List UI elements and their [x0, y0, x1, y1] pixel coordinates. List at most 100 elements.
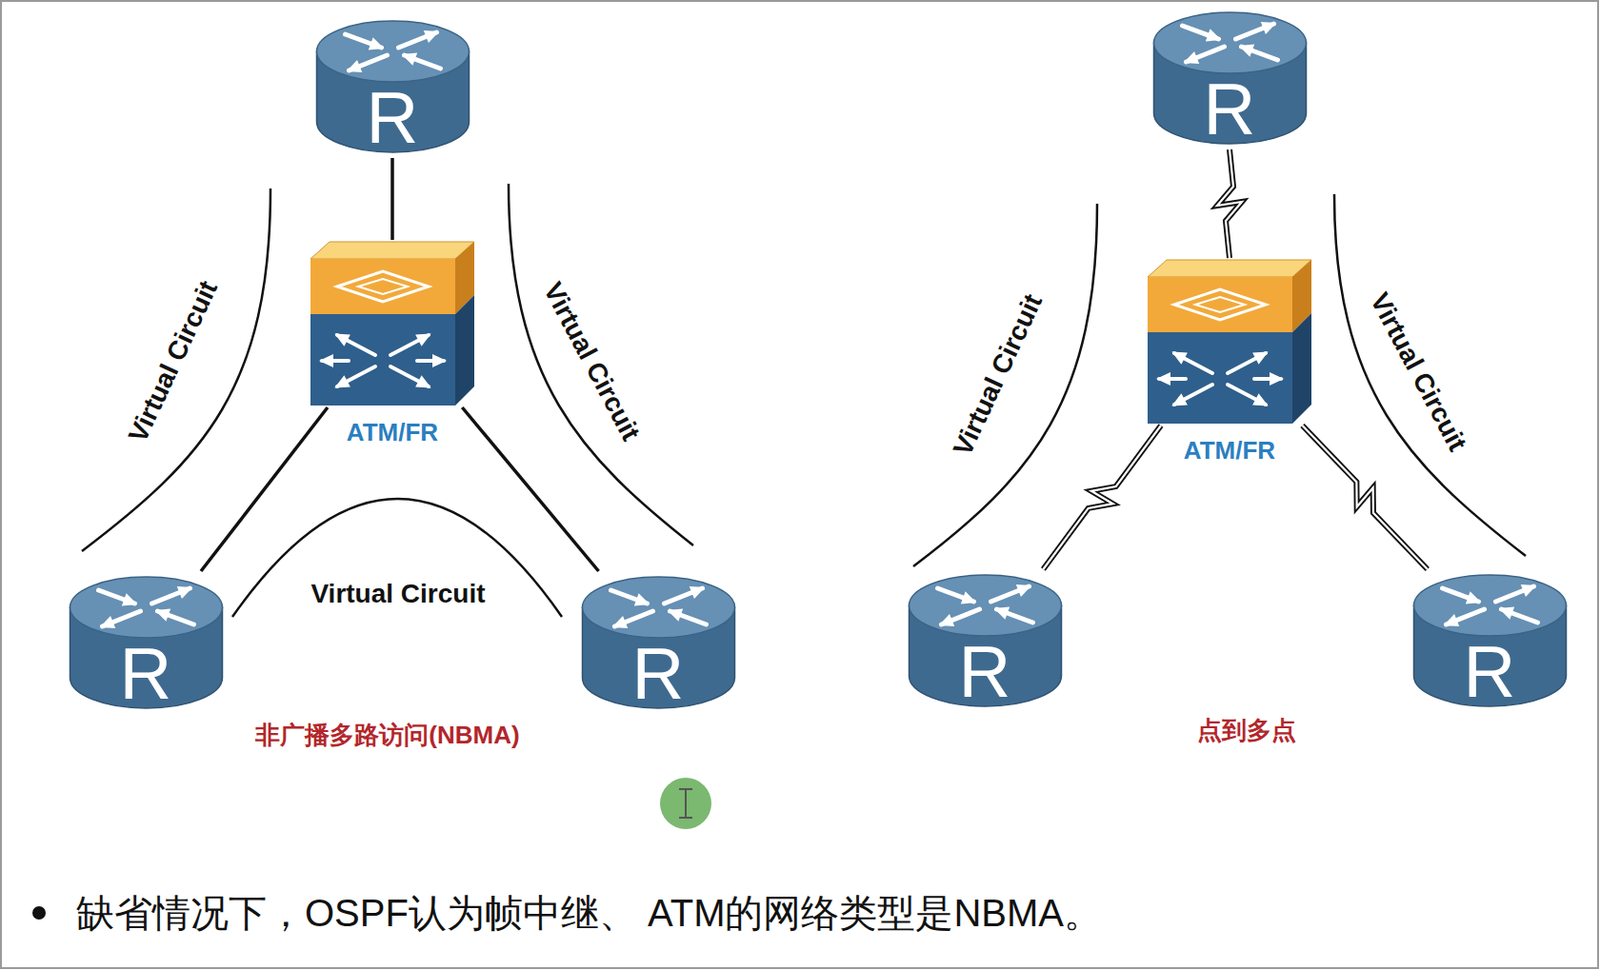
router-arrow-head	[154, 609, 170, 622]
router-label: R	[311, 15, 475, 155]
switch-orange-face	[310, 259, 456, 315]
cursor-marker	[660, 778, 712, 830]
bullet-note: 缺省情况下，OSPF认为帧中继、 ATM的网络类型是NBMA。	[76, 891, 1102, 936]
router-arrow-head	[1464, 591, 1480, 604]
switch-diamond	[337, 271, 429, 302]
serial-link	[1217, 149, 1242, 259]
device-label: ATM/FR	[1109, 437, 1351, 465]
router-arrow-head	[176, 586, 193, 600]
router-arrow-head	[633, 593, 649, 606]
switch-orange-face	[1147, 277, 1293, 333]
cursor-ibeam	[679, 789, 693, 819]
router-node: R	[1408, 569, 1572, 713]
circuit-label: Virtual Circuit	[947, 289, 1050, 461]
router-arrow-head	[1015, 584, 1032, 598]
router-top	[581, 577, 735, 639]
link-line	[392, 158, 394, 240]
router-arrows	[344, 30, 440, 73]
router-arrow-head	[1238, 44, 1254, 58]
router-arrows	[610, 586, 706, 629]
switch-node: ATM/FR	[1147, 258, 1313, 426]
bolt-highlight	[1217, 149, 1242, 259]
link-line	[461, 407, 599, 572]
router-label: R	[1408, 569, 1572, 709]
switch-arrow-head	[415, 375, 432, 388]
router-arrow-head	[120, 593, 137, 606]
serial-link	[1302, 425, 1428, 570]
switch-side-blue	[1292, 313, 1312, 424]
serial-link	[1042, 425, 1161, 570]
bolt-outline	[1042, 425, 1161, 570]
switch-arrow-head	[1156, 372, 1171, 386]
router-arrow-head	[1182, 51, 1200, 64]
router-arrow-head	[1520, 584, 1537, 598]
router-arrow-head	[611, 616, 628, 629]
device-label: ATM/FR	[272, 419, 514, 447]
router-top	[316, 20, 469, 82]
bolt-outline	[1217, 149, 1242, 259]
circuit-label: Virtual Circuit	[122, 276, 225, 448]
router-arrow-head	[1498, 607, 1514, 620]
router-node: R	[1148, 6, 1312, 150]
switch-arrow-head	[319, 354, 334, 368]
switch-arrow-head	[334, 375, 351, 388]
router-top	[1153, 12, 1306, 74]
circuit-label: Virtual Circuit	[310, 579, 485, 610]
switch-node: ATM/FR	[310, 240, 476, 408]
router-arrow-head	[345, 60, 362, 73]
switch-arrow-head	[1171, 393, 1188, 406]
switch-blue-face	[1147, 332, 1293, 424]
switch-arrow-head	[432, 354, 447, 368]
switch-icon	[310, 240, 476, 408]
router-arrow-head	[960, 591, 976, 604]
switch-arrows	[1156, 352, 1284, 407]
virtual-circuit-curve	[232, 499, 562, 618]
virtual-circuit-curve	[81, 188, 271, 552]
bolt-highlight	[1302, 425, 1428, 570]
router-arrow-head	[99, 616, 116, 629]
router-arrows	[937, 584, 1033, 627]
router-label: R	[903, 569, 1067, 709]
switch-arrows	[319, 334, 447, 389]
switch-blue-face	[310, 314, 456, 406]
circuit-label: Virtual Circuit	[537, 278, 646, 447]
router-top	[1413, 575, 1566, 637]
link-path	[200, 407, 328, 572]
router-label: R	[577, 571, 740, 711]
virtual-circuit-curve	[508, 183, 694, 546]
switch-arrow-head	[1252, 393, 1269, 406]
router-node: R	[903, 569, 1067, 713]
network-type-caption: 点到多点	[1197, 717, 1297, 746]
link-line	[200, 407, 328, 572]
switch-arrow-head	[1252, 352, 1269, 365]
router-arrow-head	[1204, 28, 1220, 41]
switch-top-face	[310, 241, 475, 260]
bullet-dot	[32, 906, 46, 920]
switch-icon	[1147, 258, 1313, 426]
switch-diamond	[1174, 289, 1266, 320]
switch-side-blue	[455, 295, 475, 406]
virtual-circuit-curve	[913, 203, 1098, 567]
router-arrows	[1181, 21, 1278, 64]
router-arrow-head	[367, 37, 383, 50]
router-label: R	[64, 571, 228, 711]
switch-arrow-head	[334, 334, 351, 347]
router-top	[908, 575, 1061, 637]
router-label: R	[1148, 6, 1312, 146]
bolt-highlight	[1042, 425, 1161, 570]
router-node: R	[64, 571, 228, 715]
router-top	[69, 577, 222, 639]
router-arrow-head	[1260, 21, 1277, 35]
link-path	[390, 158, 395, 240]
network-type-caption: 非广播多路访问(NBMA)	[255, 721, 520, 751]
router-node: R	[577, 571, 740, 715]
router-arrow-head	[938, 614, 955, 627]
router-arrow-head	[1442, 614, 1460, 627]
switch-diamond-inner	[358, 279, 408, 295]
router-arrows	[1441, 584, 1538, 627]
switch-diamond-inner	[1195, 297, 1245, 313]
